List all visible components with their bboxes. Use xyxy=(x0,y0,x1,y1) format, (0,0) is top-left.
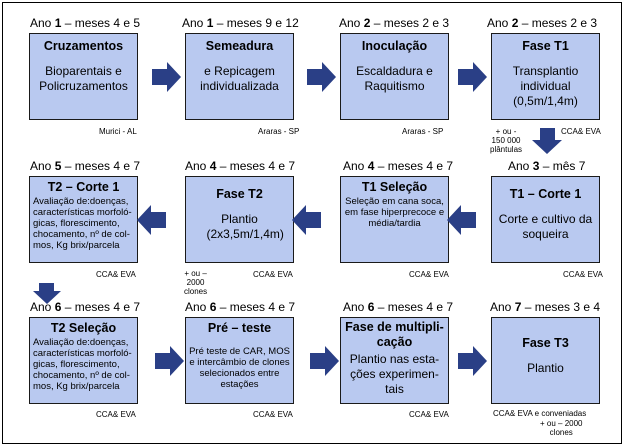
box-body: Corte e cultivo da soqueira xyxy=(498,212,593,241)
box-t2-corte-1: T2 – Corte 1 Avaliação de:doenças, carac… xyxy=(29,176,138,263)
arrow-left-1 xyxy=(447,205,476,235)
box-body: Plantio xyxy=(527,361,564,375)
arrow-left-2 xyxy=(292,205,321,235)
box-title: Fase T2 xyxy=(216,187,263,201)
box-body: Escaldadura e Raquitismo xyxy=(356,64,433,93)
arrow-right-3 xyxy=(458,62,487,92)
box-title: T2 – Corte 1 xyxy=(47,180,120,194)
header-ano3-mes-7: Ano 3 – mês 7 xyxy=(508,159,586,173)
box-title: Pré – teste xyxy=(207,321,272,335)
header-ano5-meses-4-7: Ano 5 – meses 4 e 7 xyxy=(30,159,141,173)
note-cca-eva-3: CCA& EVA xyxy=(253,270,293,279)
box-body: Avaliação de:doenças, características mo… xyxy=(33,196,132,251)
diagram-frame xyxy=(2,2,622,444)
note-cca-eva-1: CCA& EVA xyxy=(561,127,601,136)
header-ano4-meses-4-7-b: Ano 4 – meses 4 e 7 xyxy=(343,159,454,173)
box-fase-multiplicacao: Fase de multipli- cação Plantio nas esta… xyxy=(340,317,449,404)
box-title: Fase T3 xyxy=(522,336,569,350)
note-cca-eva-6: CCA& EVA xyxy=(96,410,136,419)
header-ano4-meses-4-7-a: Ano 4 – meses 4 e 7 xyxy=(185,159,296,173)
box-title: Fase de multipli- cação xyxy=(345,320,444,349)
header-ano1-meses-4-5: Ano 1 – meses 4 e 5 xyxy=(30,16,141,30)
box-fase-t1: Fase T1 Transplantio individual (0,5m/1,… xyxy=(491,33,600,120)
box-fase-t3: Fase T3 Plantio xyxy=(491,317,600,404)
note-araras-2: Araras - SP xyxy=(402,127,444,136)
box-body: Bioparentais e Policruzamentos xyxy=(39,64,128,93)
box-fase-t2: Fase T2 Plantio (2x3,5m/1,4m) xyxy=(185,176,294,263)
header-ano6-meses-4-7-b: Ano 6 – meses 4 e 7 xyxy=(185,300,296,314)
arrow-right-2 xyxy=(307,62,336,92)
header-ano2-meses-2-3-a: Ano 2 – meses 2 e 3 xyxy=(339,16,450,30)
box-inoculacao: Inoculação Escaldadura e Raquitismo xyxy=(340,33,449,120)
box-body: Pré teste de CAR, MOS e intercâmbio de c… xyxy=(189,346,290,390)
note-araras-1: Araras - SP xyxy=(258,127,300,136)
note-cca-eva-5: CCA& EVA xyxy=(563,270,603,279)
box-body: e Repicagem individualizada xyxy=(200,64,279,93)
box-semeadura: Semeadura e Repicagem individualizada xyxy=(185,33,294,120)
header-ano7-meses-3-4: Ano 7 – meses 3 e 4 xyxy=(490,300,601,314)
note-clones-2000-b: + ou – 2000 clones xyxy=(540,419,583,437)
note-cca-eva-8: CCA& EVA xyxy=(409,410,449,419)
box-title: Cruzamentos xyxy=(43,39,124,53)
note-murici: Murici - AL xyxy=(99,127,137,136)
note-cca-eva-4: CCA& EVA xyxy=(409,270,449,279)
arrow-right-5 xyxy=(310,346,339,376)
box-t2-selecao: T2 Seleção Avaliação de:doenças, caracte… xyxy=(29,317,138,404)
arrow-left-3 xyxy=(137,205,166,235)
note-cca-eva-conveniadas: CCA& EVA e conveniadas xyxy=(493,409,587,418)
box-body: Plantio (2x3,5m/1,4m) xyxy=(206,212,284,241)
box-body: Seleção em cana soca, em fase hiperpreco… xyxy=(344,196,445,229)
arrow-right-6 xyxy=(458,346,487,376)
box-title: T1 Seleção xyxy=(361,180,428,194)
box-pre-teste: Pré – teste Pré teste de CAR, MOS e inte… xyxy=(185,317,294,404)
arrow-right-1 xyxy=(152,62,181,92)
box-title: T2 Seleção xyxy=(50,321,117,335)
note-cca-eva-7: CCA& EVA xyxy=(253,410,293,419)
arrow-right-4 xyxy=(155,346,184,376)
note-clones-2000: + ou – 2000 clones xyxy=(184,269,208,296)
header-ano6-meses-4-7-c: Ano 6 – meses 4 e 7 xyxy=(343,300,454,314)
box-title: T1 – Corte 1 xyxy=(509,187,582,201)
note-cca-eva-2: CCA& EVA xyxy=(96,270,136,279)
box-t1-selecao: T1 Seleção Seleção em cana soca, em fase… xyxy=(340,176,449,263)
box-cruzamentos: Cruzamentos Bioparentais e Policruzament… xyxy=(29,33,138,120)
box-title: Fase T1 xyxy=(522,39,569,53)
box-body: Avaliação de:doenças, características mo… xyxy=(33,337,132,392)
box-t1-corte-1: T1 – Corte 1 Corte e cultivo da soqueira xyxy=(491,176,600,263)
header-ano1-meses-9-12: Ano 1 – meses 9 e 12 xyxy=(182,16,299,30)
box-title: Semeadura xyxy=(205,39,274,53)
arrow-down-1 xyxy=(532,128,562,154)
box-body: Transplantio individual (0,5m/1,4m) xyxy=(512,64,579,108)
box-body: Plantio nas esta- ções experimen- tais xyxy=(349,352,440,396)
note-plantulas: + ou - 150 000 plântulas xyxy=(490,127,523,154)
box-title: Inoculação xyxy=(361,39,428,53)
header-ano2-meses-2-3-b: Ano 2 – meses 2 e 3 xyxy=(487,16,598,30)
header-ano6-meses-4-7-a: Ano 6 – meses 4 e 7 xyxy=(30,300,141,314)
arrow-down-2 xyxy=(33,283,61,304)
